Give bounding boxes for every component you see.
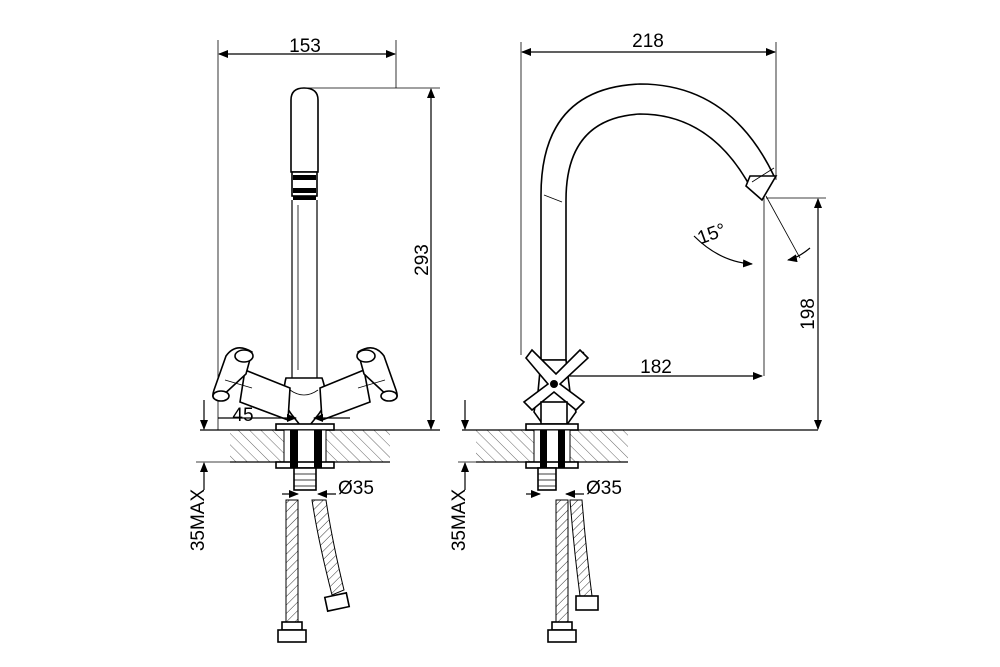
front-deck-max-label: 35MAX xyxy=(188,489,209,552)
side-reach-dimension: 182 xyxy=(556,357,763,380)
front-height-label: 293 xyxy=(412,244,433,276)
front-width-dimension: 153 xyxy=(217,36,397,430)
front-hoses xyxy=(277,499,351,643)
front-width-label: 153 xyxy=(289,36,321,57)
front-countertop xyxy=(200,423,440,491)
side-deck-max-dimension: 35MAX xyxy=(449,400,476,551)
side-width-label: 218 xyxy=(632,31,664,52)
front-handle-gap-label: 45 xyxy=(232,405,253,426)
front-hole-dimension: Ø35 xyxy=(282,478,374,499)
side-angle-dimension: 15° xyxy=(693,195,811,376)
front-spout xyxy=(290,87,319,378)
side-angle-label: 15° xyxy=(695,220,729,250)
side-hoses xyxy=(547,499,599,643)
side-hole-dimension: Ø35 xyxy=(526,478,622,499)
side-deck-max-label: 35MAX xyxy=(449,489,470,552)
side-view: 218 15° 198 182 xyxy=(449,31,826,643)
front-handle-gap-dimension: 45 xyxy=(218,405,350,426)
front-deck-max-dimension: 35MAX xyxy=(188,400,230,551)
side-spout-height-label: 198 xyxy=(798,298,819,330)
front-view: 153 293 xyxy=(188,36,440,643)
front-hole-label: Ø35 xyxy=(338,478,374,499)
side-hole-label: Ø35 xyxy=(586,478,622,499)
side-reach-label: 182 xyxy=(640,357,672,378)
side-width-dimension: 218 xyxy=(520,31,777,355)
side-spout xyxy=(540,83,778,361)
side-body xyxy=(522,348,590,427)
front-body xyxy=(212,347,398,426)
side-spout-height-dimension: 198 xyxy=(766,197,826,430)
side-countertop xyxy=(462,423,818,491)
